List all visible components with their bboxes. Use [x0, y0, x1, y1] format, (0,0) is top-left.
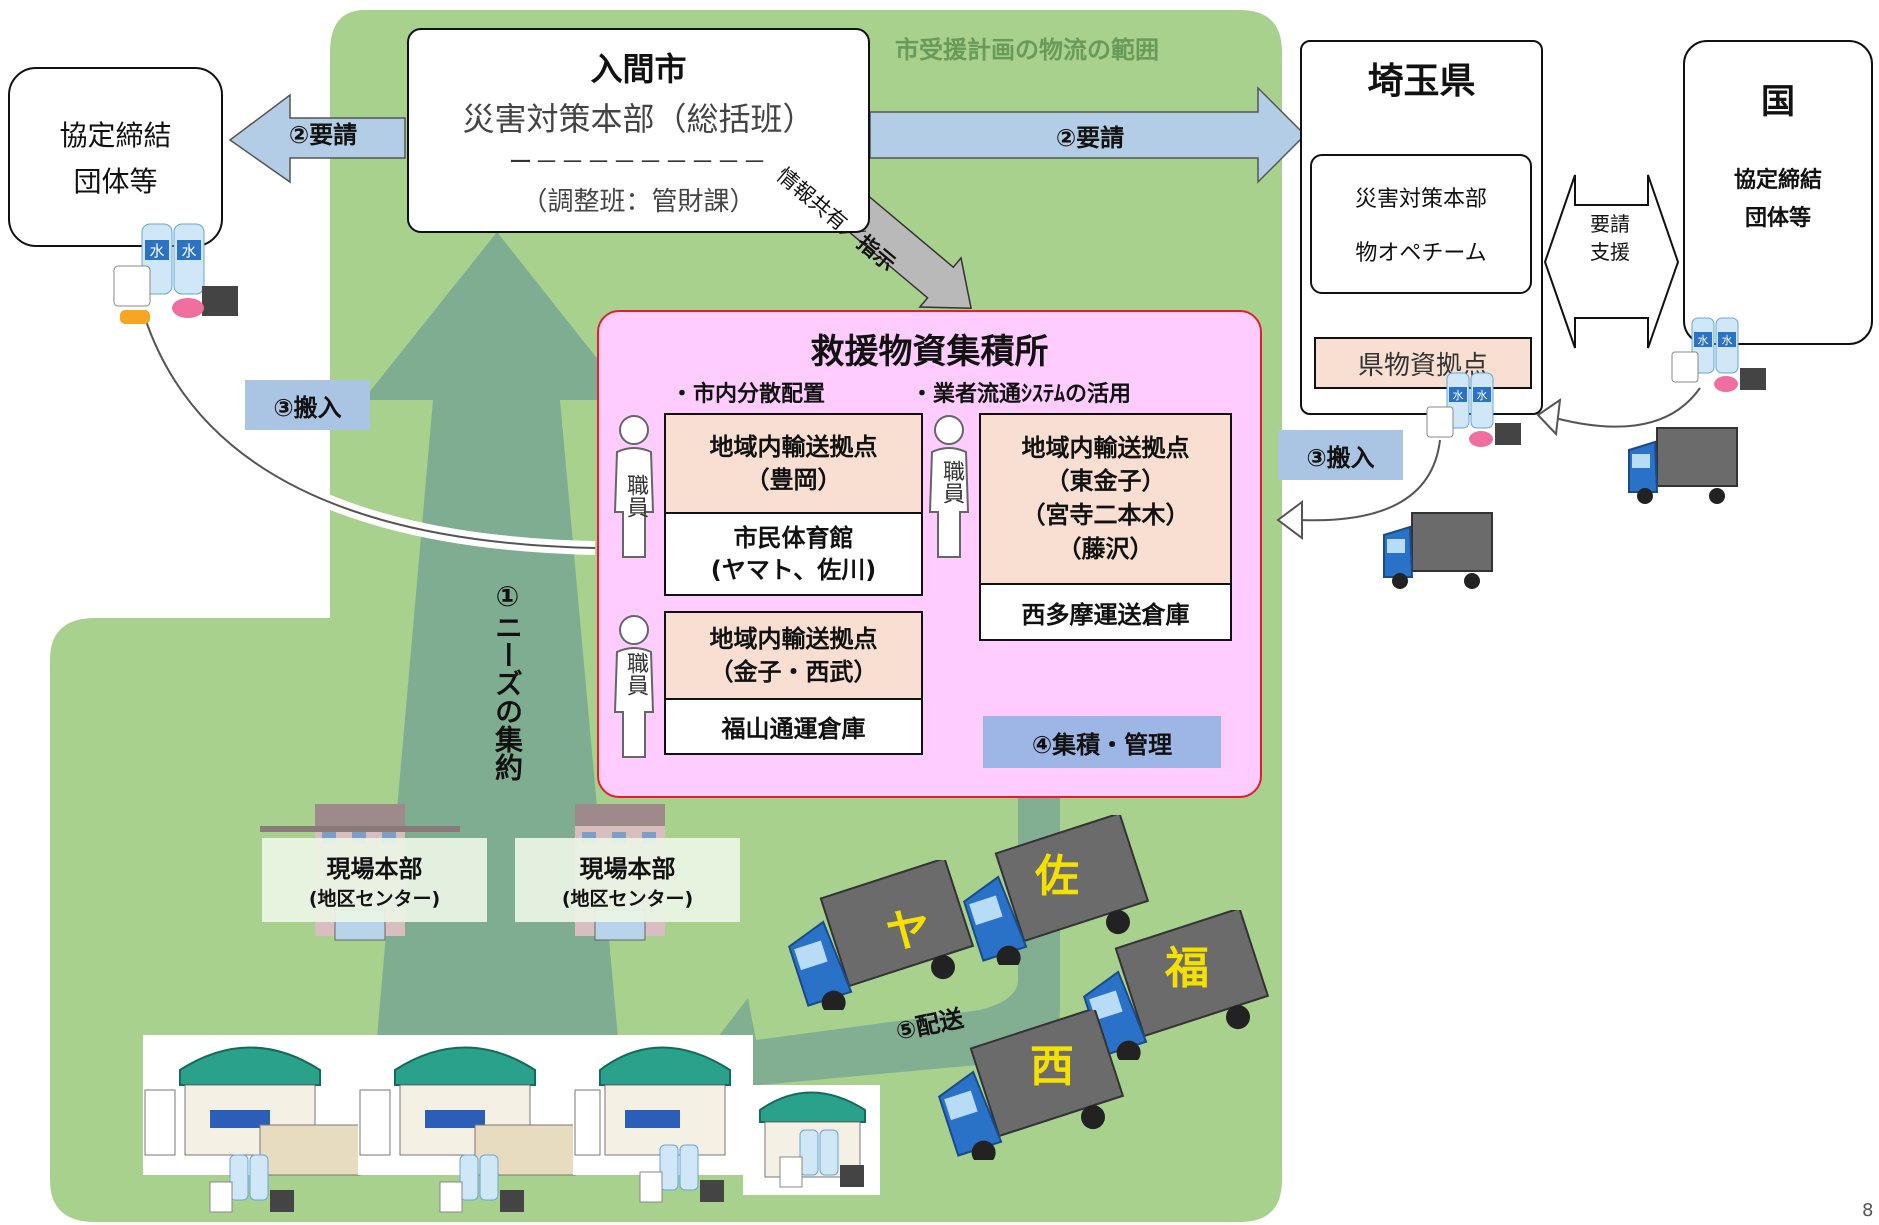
- truck-nation: [1628, 427, 1738, 504]
- shelters: [143, 1035, 880, 1213]
- field-hq-label-1: 現場本部 (地区センター): [262, 838, 487, 922]
- mutual-arrow: [1543, 174, 1680, 349]
- supplies-left: 水 水: [113, 223, 238, 324]
- nation-org-line1: 協定締結: [1733, 168, 1822, 193]
- delivery-arrow: [700, 780, 1060, 1130]
- city-adjust-label: （調整班：管財課）: [521, 186, 756, 217]
- pref-supply-base: 県物資拠点: [1314, 337, 1532, 389]
- truck-seibu-letter: 西: [1030, 1041, 1074, 1092]
- staff-figure-1: [613, 415, 655, 558]
- needs-label: ①ニーズの集約: [491, 580, 524, 781]
- hub-kaneko-body: 福山通運倉庫: [721, 714, 866, 743]
- truck-pref: [1383, 512, 1493, 589]
- request-left-label: ②要請: [288, 120, 358, 149]
- left-org-line2: 団体等: [73, 165, 158, 198]
- svg-text:水: 水: [1477, 389, 1488, 402]
- mutual-request-label: 要請: [1590, 212, 1630, 236]
- city-hq-label: 災害対策本部（総括班）: [462, 99, 815, 138]
- left-agreement-org-box: 協定締結 団体等: [8, 67, 223, 247]
- mutual-support-label: 支援: [1590, 240, 1630, 264]
- hub-higashikaneko-head: 地域内輸送拠点 （東金子） （宮寺二本木） （藤沢）: [981, 415, 1230, 585]
- truck-fukuyama: [1082, 910, 1270, 1060]
- svg-text:水: 水: [1698, 334, 1709, 347]
- svg-text:水: 水: [1453, 389, 1464, 402]
- city-divider: ー－－－－－－－－－: [508, 147, 769, 176]
- collection-point-box: 救援物資集積所 ・市内分散配置 ・業者流通ｼｽﾃﾑの活用 地域内輸送拠点 （豊岡…: [597, 310, 1262, 798]
- truck-sagawa-letter: 佐: [1035, 851, 1079, 902]
- staff-label-2: 職員: [623, 652, 648, 696]
- supplies-pref: 水 水: [1426, 372, 1521, 447]
- truck-yamato-letter: ヤ: [885, 906, 929, 957]
- pref-box: 埼玉県 災害対策本部 物オペチーム 県物資拠点: [1300, 40, 1543, 415]
- water-label: 水: [149, 242, 164, 260]
- truck-sagawa: [962, 815, 1150, 965]
- collection-sub2: ・業者流通ｼｽﾃﾑの活用: [911, 382, 1132, 407]
- request-right-label: ②要請: [1055, 123, 1125, 152]
- truck-seibu: [937, 1010, 1125, 1160]
- hub-higashikaneko-body: 西多摩運送倉庫: [1021, 601, 1190, 629]
- nation-org-line2: 団体等: [1744, 206, 1811, 231]
- hub-toyooka-head: 地域内輸送拠点 （豊岡）: [666, 415, 921, 514]
- pref-hq-box: 災害対策本部 物オペチーム: [1310, 154, 1532, 294]
- city-name: 入間市: [590, 49, 687, 88]
- hub-toyooka: 地域内輸送拠点 （豊岡） 市民体育館 (ヤマト、佐川): [664, 413, 923, 596]
- page-number: 8: [1862, 1200, 1874, 1221]
- accumulate-label: ④集積・管理: [983, 716, 1221, 768]
- left-org-line1: 協定締結: [59, 119, 172, 152]
- field-hq-label-2: 現場本部 (地区センター): [515, 838, 740, 922]
- request-left-arrow: [228, 93, 406, 184]
- collection-sub1: ・市内分散配置: [671, 382, 826, 407]
- nation-name: 国: [1761, 82, 1795, 122]
- truck-fukuyama-letter: 福: [1165, 943, 1209, 994]
- city-hq-box: 入間市 災害対策本部（総括班） ー－－－－－－－－－ （調整班：管財課）: [407, 28, 870, 233]
- request-right-arrow: [869, 86, 1307, 184]
- nation-box: 国 協定締結 団体等: [1683, 40, 1873, 345]
- svg-text:水: 水: [1722, 334, 1733, 347]
- svg-text:水: 水: [181, 242, 196, 260]
- staff-label-1: 職員: [623, 474, 648, 518]
- pref-name: 埼玉県: [1367, 61, 1476, 102]
- supplies-nation: 水 水: [1671, 317, 1766, 392]
- pref-hq-label: 災害対策本部: [1354, 187, 1487, 212]
- staff-label-3: 職員: [939, 460, 964, 504]
- hub-kaneko-head: 地域内輸送拠点 （金子・西武）: [666, 613, 921, 700]
- pref-team-label: 物オペチーム: [1355, 241, 1487, 266]
- staff-figure-2: [613, 615, 655, 758]
- hub-higashikaneko: 地域内輸送拠点 （東金子） （宮寺二本木） （藤沢） 西多摩運送倉庫: [979, 413, 1232, 641]
- truck-yamato: [787, 860, 975, 1010]
- hub-kaneko-seibu: 地域内輸送拠点 （金子・西武） 福山通運倉庫: [664, 611, 923, 755]
- scope-title: 市受援計画の物流の範囲: [895, 36, 1159, 64]
- collection-title: 救援物資集積所: [810, 332, 1049, 372]
- carry-left-label: ③搬入: [245, 380, 370, 430]
- hub-toyooka-body: 市民体育館 (ヤマト、佐川): [710, 523, 877, 584]
- staff-figure-3: [928, 415, 970, 558]
- carry-right-label: ③搬入: [1278, 430, 1403, 480]
